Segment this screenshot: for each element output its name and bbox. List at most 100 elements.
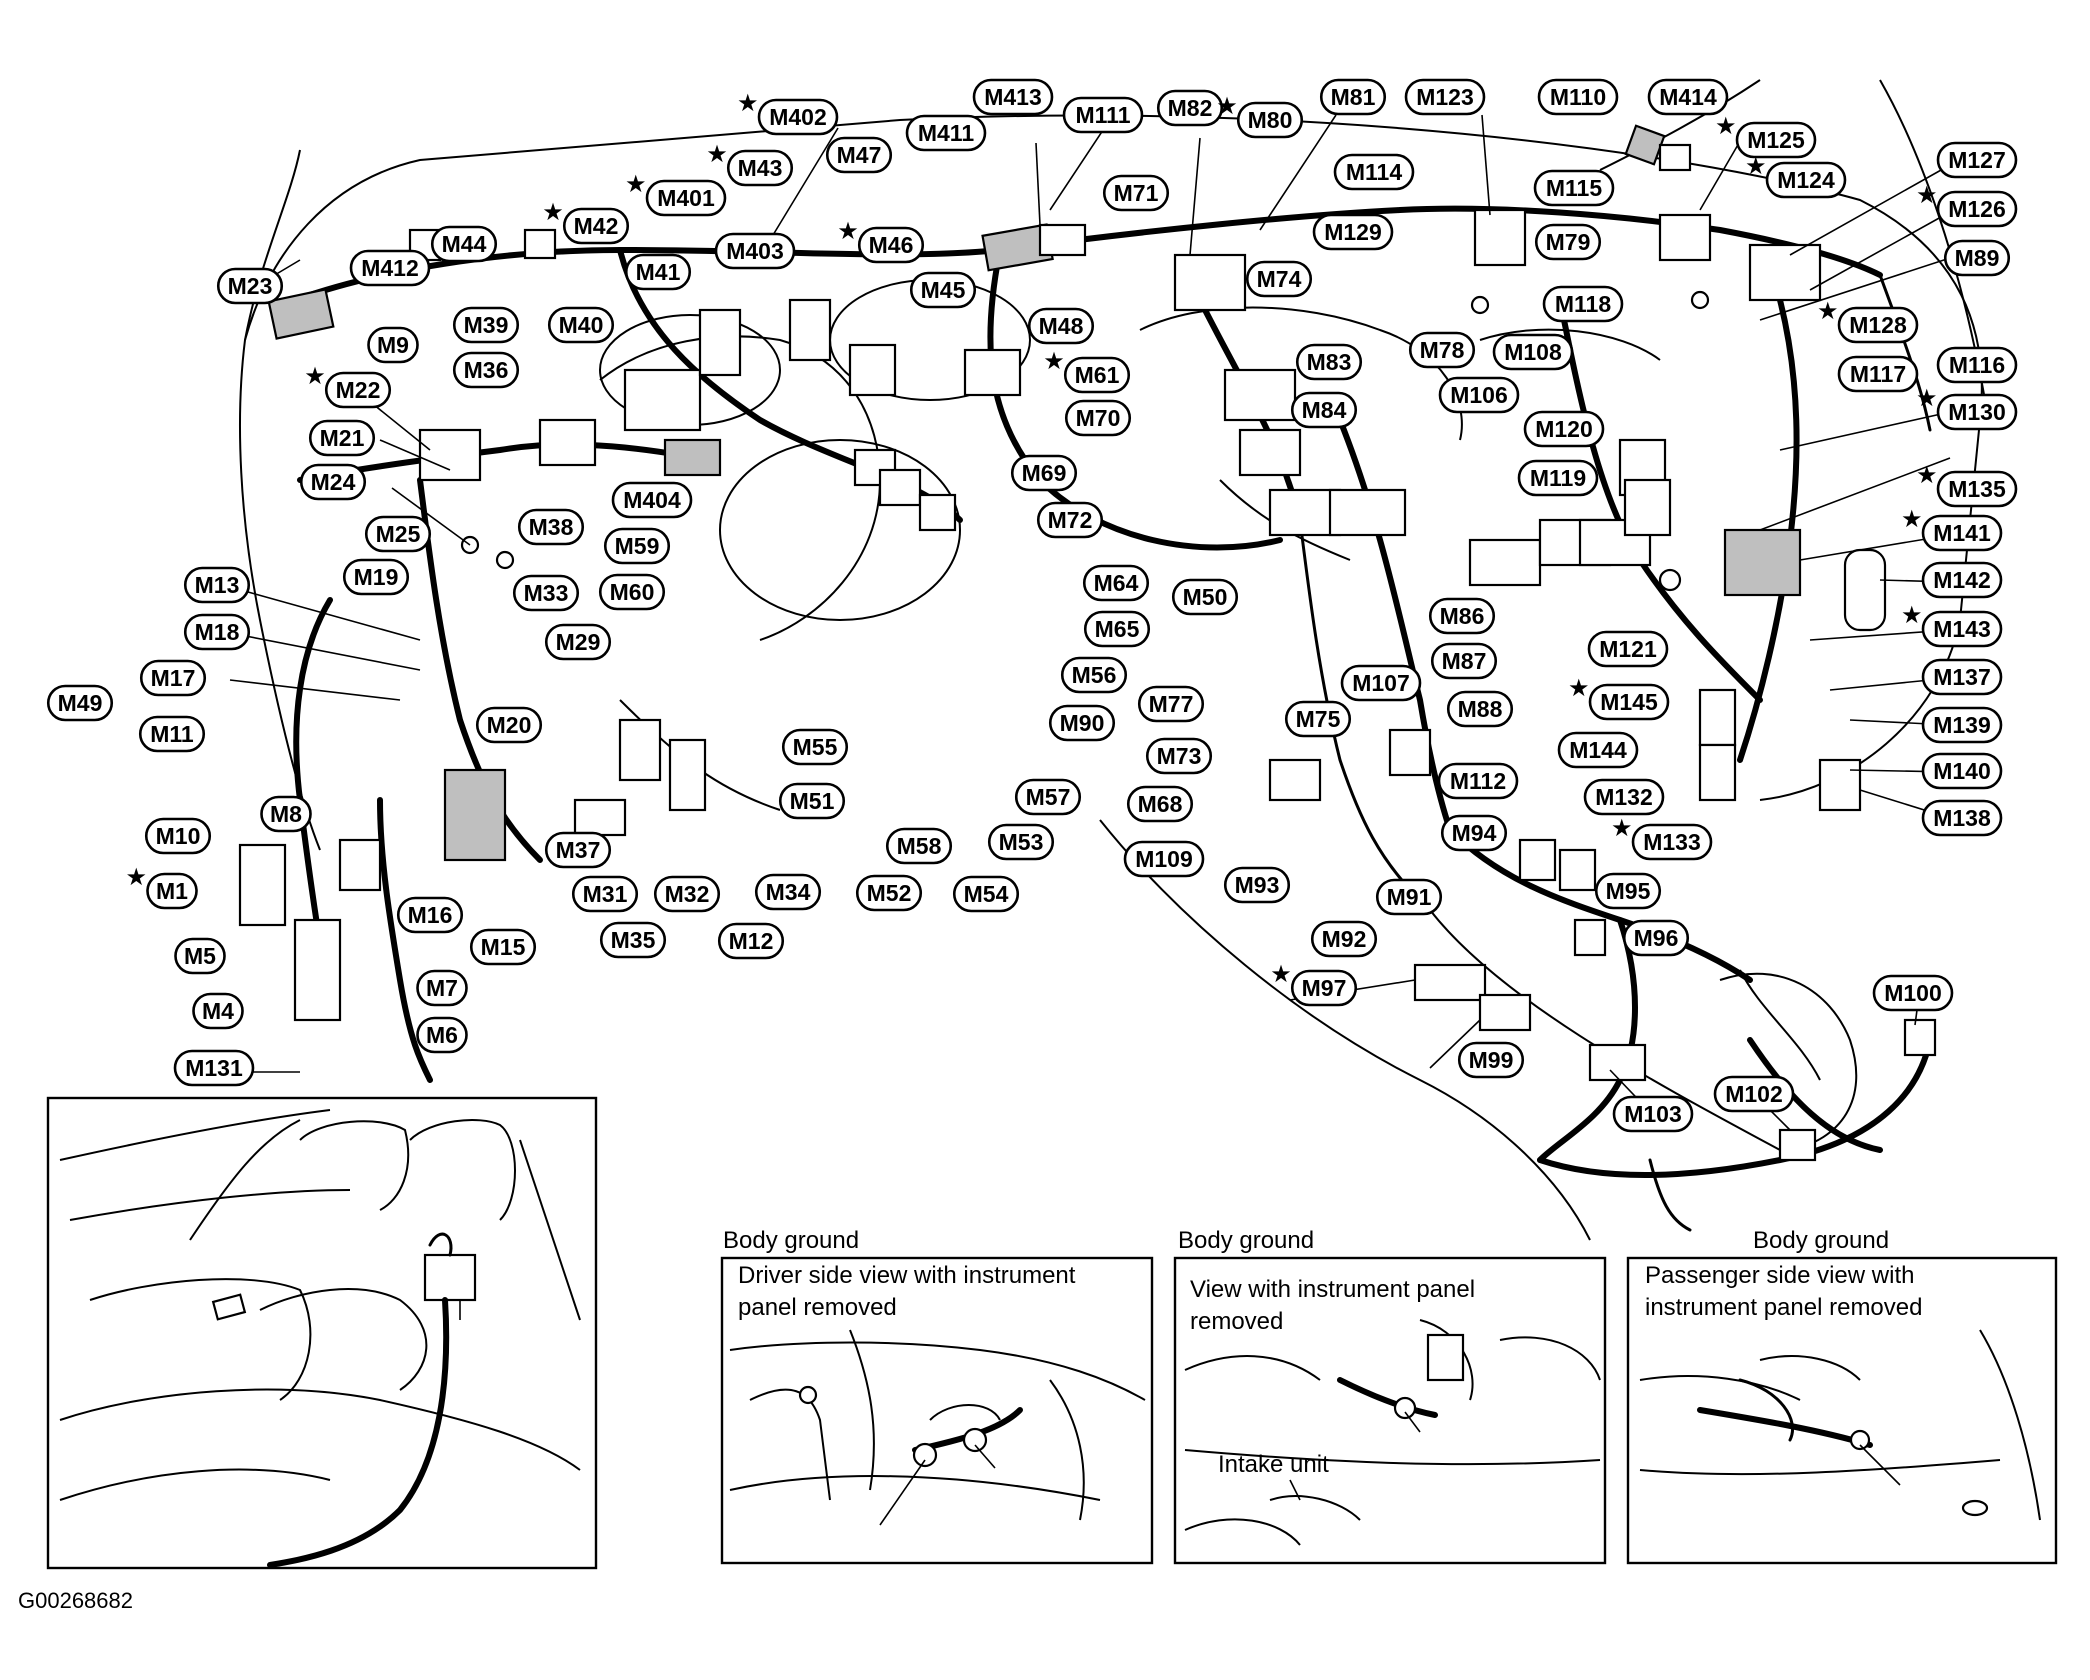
connector-label-m133: M133 ★ bbox=[1611, 814, 1713, 861]
svg-text:M143: M143 bbox=[1933, 616, 1991, 642]
connector-label-m88: M88 bbox=[1446, 690, 1514, 728]
svg-text:M86: M86 bbox=[1440, 603, 1485, 629]
connector-label-m61: M61 ★ bbox=[1043, 347, 1131, 394]
star-icon: ★ bbox=[1043, 347, 1065, 375]
svg-text:M99: M99 bbox=[1469, 1047, 1514, 1073]
svg-text:M411: M411 bbox=[918, 120, 974, 146]
connector-label-m54: M54 bbox=[952, 875, 1020, 913]
svg-text:M132: M132 bbox=[1595, 784, 1653, 810]
connector-label-m119: M119 bbox=[1517, 459, 1599, 497]
svg-text:M48: M48 bbox=[1039, 313, 1084, 339]
connector-label-m45: M45 bbox=[909, 271, 977, 309]
connector-label-m135: M135★ bbox=[1916, 461, 2018, 508]
connector-label-m82: M82 bbox=[1156, 89, 1224, 127]
svg-text:M121: M121 bbox=[1599, 636, 1657, 662]
star-icon: ★ bbox=[1568, 674, 1590, 702]
connector-label-m138: M138 bbox=[1921, 799, 2003, 837]
connector-label-m52: M52 bbox=[855, 874, 923, 912]
connector-label-m118: M118 bbox=[1542, 285, 1624, 323]
connector-label-m5: M5 bbox=[174, 937, 226, 975]
svg-text:M13: M13 bbox=[195, 572, 240, 598]
connector-label-m111: M111 bbox=[1062, 96, 1144, 134]
connector-label-m107: M107 bbox=[1340, 664, 1422, 702]
driver-inset-caption-line2: panel removed bbox=[738, 1294, 897, 1321]
svg-text:M130: M130 bbox=[1948, 399, 2006, 425]
center-inset-caption-line2: removed bbox=[1190, 1308, 1283, 1335]
svg-text:M89: M89 bbox=[1955, 245, 2000, 271]
star-icon: ★ bbox=[1745, 152, 1767, 180]
svg-text:M68: M68 bbox=[1138, 791, 1183, 817]
svg-text:M133: M133 bbox=[1643, 829, 1701, 855]
connector-label-m35: M35 bbox=[599, 921, 667, 959]
svg-text:M138: M138 bbox=[1933, 805, 1991, 831]
svg-text:M61: M61 bbox=[1075, 362, 1120, 388]
connector-label-m57: M57 bbox=[1014, 778, 1082, 816]
connector-label-m109: M109 bbox=[1123, 840, 1205, 878]
svg-text:M20: M20 bbox=[487, 712, 532, 738]
svg-text:M31: M31 bbox=[583, 881, 628, 907]
svg-text:M47: M47 bbox=[837, 142, 882, 168]
connector-label-m130: M130 ★ bbox=[1916, 384, 2018, 431]
connector-label-m99: M99 bbox=[1457, 1041, 1525, 1079]
svg-text:M53: M53 bbox=[999, 829, 1044, 855]
svg-text:M412: M412 bbox=[361, 255, 419, 281]
connector-label-m39: M39 bbox=[452, 306, 520, 344]
svg-text:M38: M38 bbox=[529, 514, 574, 540]
connector-label-m124: M124★ bbox=[1745, 152, 1847, 199]
star-icon: ★ bbox=[1216, 92, 1238, 120]
svg-text:M109: M109 bbox=[1135, 846, 1193, 872]
connector-label-m412: M412 bbox=[349, 249, 431, 287]
svg-text:M19: M19 bbox=[354, 564, 399, 590]
star-icon: ★ bbox=[1916, 181, 1938, 209]
intake-unit-label: Intake unit bbox=[1218, 1451, 1329, 1478]
svg-text:M24: M24 bbox=[311, 469, 356, 495]
svg-text:M9: M9 bbox=[377, 332, 409, 358]
connector-label-m127: M127 bbox=[1936, 141, 2018, 179]
svg-text:M17: M17 bbox=[151, 665, 196, 691]
connector-label-m24: M24 bbox=[299, 463, 367, 501]
svg-text:M135: M135 bbox=[1948, 476, 2006, 502]
svg-text:M79: M79 bbox=[1546, 229, 1591, 255]
star-icon: ★ bbox=[1916, 384, 1938, 412]
svg-text:M77: M77 bbox=[1149, 691, 1194, 717]
connector-label-m121: M121 bbox=[1587, 630, 1669, 668]
connector-label-m60: M60 bbox=[598, 573, 666, 611]
connector-label-m8: M8 bbox=[260, 795, 312, 833]
svg-text:M58: M58 bbox=[897, 833, 942, 859]
svg-text:M72: M72 bbox=[1048, 507, 1093, 533]
svg-text:M100: M100 bbox=[1884, 980, 1942, 1006]
connector-label-m131: M131 bbox=[173, 1049, 255, 1087]
svg-text:M127: M127 bbox=[1948, 147, 2006, 173]
star-icon: ★ bbox=[837, 217, 859, 245]
connector-label-m13: M13 bbox=[183, 566, 251, 604]
connector-label-m110: M110 bbox=[1537, 78, 1619, 116]
center-inset-caption-line1: View with instrument panel bbox=[1190, 1276, 1475, 1303]
svg-text:M131: M131 bbox=[185, 1055, 243, 1081]
connector-label-m95: M95 bbox=[1594, 872, 1662, 910]
svg-text:M70: M70 bbox=[1076, 405, 1121, 431]
svg-text:M42: M42 bbox=[574, 213, 619, 239]
connector-label-m58: M58 bbox=[885, 827, 953, 865]
connector-label-m10: M10 bbox=[144, 817, 212, 855]
star-icon: ★ bbox=[1611, 814, 1633, 842]
connector-label-m96: M96 bbox=[1622, 919, 1690, 957]
svg-text:M18: M18 bbox=[195, 619, 240, 645]
connector-label-m34: M34 bbox=[754, 873, 822, 911]
connector-label-m68: M68 bbox=[1126, 785, 1194, 823]
svg-text:M140: M140 bbox=[1933, 758, 1991, 784]
connector-label-m38: M38 bbox=[517, 508, 585, 546]
connector-label-m31: M31 bbox=[571, 875, 639, 913]
svg-text:M92: M92 bbox=[1322, 926, 1367, 952]
connector-bodies bbox=[238, 124, 1937, 1162]
svg-text:M29: M29 bbox=[556, 629, 601, 655]
svg-text:M84: M84 bbox=[1302, 397, 1347, 423]
svg-text:M22: M22 bbox=[336, 377, 381, 403]
svg-text:M64: M64 bbox=[1094, 570, 1139, 596]
svg-text:M94: M94 bbox=[1452, 820, 1497, 846]
connector-label-m79: M79 bbox=[1534, 223, 1602, 261]
connector-label-m32: M32 bbox=[653, 875, 721, 913]
connector-label-m129: M129 bbox=[1312, 213, 1394, 251]
svg-text:M91: M91 bbox=[1387, 884, 1432, 910]
connector-label-m43: M43★ bbox=[706, 140, 794, 187]
svg-text:M52: M52 bbox=[867, 880, 912, 906]
